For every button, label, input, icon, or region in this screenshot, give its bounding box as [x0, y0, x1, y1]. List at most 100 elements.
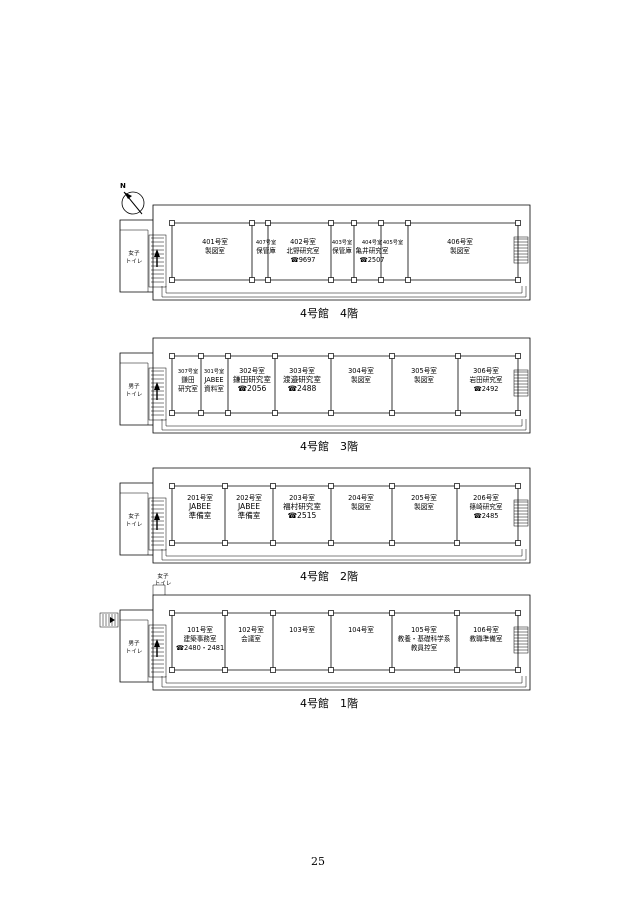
toilet-label-line: トイレ — [126, 259, 143, 265]
room-label-line: 402号室 — [290, 237, 316, 246]
corridor-outline — [161, 286, 527, 298]
column-bottom — [389, 410, 395, 416]
column-bottom — [515, 277, 521, 283]
corridor-rail — [165, 286, 523, 294]
stair-up-arrow-icon — [154, 639, 160, 647]
column-bottom — [515, 540, 521, 546]
room-label: 405号室 — [383, 238, 403, 246]
stair-outline — [148, 367, 167, 421]
room-label-line: 306号室 — [473, 366, 499, 375]
room-label-line: ☎2488 — [288, 384, 317, 393]
room-label: 103号室 — [289, 625, 315, 634]
stair-outline — [148, 234, 167, 288]
west-wing-inner — [120, 619, 149, 682]
column-top — [222, 483, 228, 489]
room-label-line: 製図室 — [205, 246, 225, 255]
room-label-line: 篠崎研究室 — [470, 502, 503, 511]
building-outline — [152, 204, 531, 301]
room-label-line: 404号室 — [362, 238, 382, 246]
east-stair — [513, 236, 529, 264]
column-bottom — [389, 540, 395, 546]
toilet-annex — [152, 584, 166, 595]
column-top — [455, 353, 461, 359]
room-label-line: 403号室 — [332, 238, 352, 246]
room-label-line: 準備室 — [189, 510, 212, 520]
room-label-line: JABEE — [188, 502, 211, 511]
compass-label: N — [120, 182, 126, 190]
room-label-line: 102号室 — [238, 625, 264, 634]
room-label-line: 106号室 — [473, 625, 499, 634]
room-label-line: 鎌田 — [181, 375, 194, 384]
stair-outline — [148, 624, 167, 678]
stair-outline — [513, 499, 529, 527]
room-label-line: 305号室 — [411, 366, 437, 375]
entrance — [99, 584, 166, 628]
entrance-arrow-icon — [110, 617, 115, 623]
column-top — [389, 353, 395, 359]
west-stair — [148, 497, 167, 551]
stair-outline — [513, 626, 529, 654]
room-label-line: 206号室 — [473, 493, 499, 502]
room-label-line: 鎌田研究室 — [233, 374, 271, 384]
room-label-line: 307号室 — [178, 367, 198, 375]
west-wing — [119, 219, 153, 293]
stair-outline — [513, 369, 529, 397]
corridor-outline — [161, 419, 527, 431]
column-bottom — [270, 667, 276, 673]
column-top — [169, 610, 175, 616]
west-wing — [119, 482, 153, 556]
room-label-line: 教養・基礎科学系 — [398, 634, 451, 643]
column-bottom — [454, 540, 460, 546]
stair-outline — [513, 236, 529, 264]
column-top — [270, 483, 276, 489]
room-label-line: 407号室 — [256, 238, 276, 246]
room-label-line: ☎2507 — [360, 256, 385, 264]
room-label-line: 303号室 — [289, 366, 315, 375]
column-top — [328, 220, 334, 226]
room-label-line: ☎2056 — [238, 384, 267, 393]
column-bottom — [169, 667, 175, 673]
column-top — [454, 610, 460, 616]
compass-circle — [121, 191, 145, 215]
room-label-line: 406号室 — [447, 237, 473, 246]
column-bottom — [389, 667, 395, 673]
column-bottom — [515, 410, 521, 416]
east-stair — [513, 369, 529, 397]
floor-plan-floor-2: 女子トイレ201号室JABEE準備室202号室JABEE準備室203号室福村研究… — [119, 467, 531, 583]
room-label-line: 301号室 — [204, 367, 224, 375]
column-bottom — [272, 410, 278, 416]
east-stair — [513, 626, 529, 654]
room-label-line: ☎9697 — [291, 256, 316, 264]
room-label-line: 205号室 — [411, 493, 437, 502]
room-label-line: 103号室 — [289, 625, 315, 634]
toilet-label-line: 男子 — [128, 383, 140, 390]
room-label-line: 203号室 — [289, 493, 315, 502]
room-label-line: 岩田研究室 — [470, 375, 503, 384]
toilet-label-line: トイレ — [126, 392, 143, 398]
column-bottom — [225, 410, 231, 416]
column-top — [389, 610, 395, 616]
corridor-rail — [165, 419, 523, 427]
column-top — [515, 220, 521, 226]
room-label-line: 資料室 — [204, 384, 224, 393]
toilet-label-line: 女子 — [157, 572, 169, 580]
room-label-line: ☎2492 — [474, 385, 499, 393]
room-label-line: 製図室 — [450, 246, 470, 255]
